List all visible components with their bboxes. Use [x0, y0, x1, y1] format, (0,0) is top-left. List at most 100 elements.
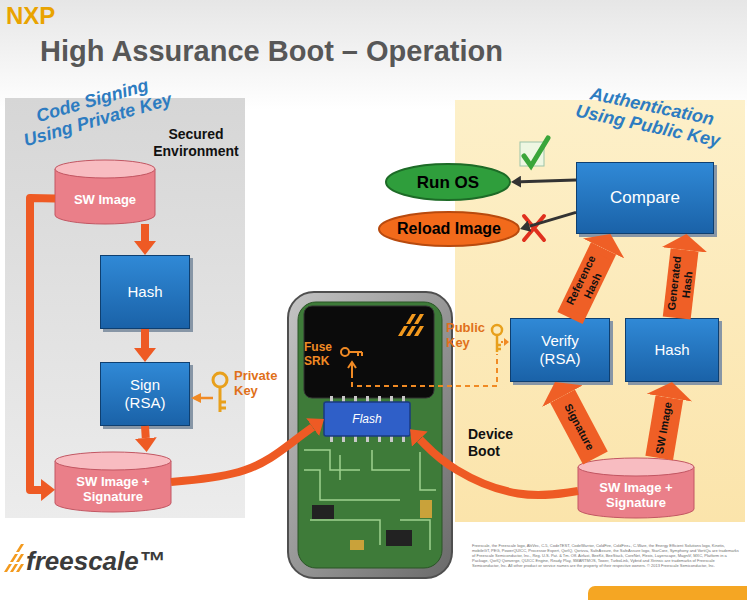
node-label: SW Image: [74, 192, 136, 207]
freescale-mark: [398, 314, 424, 336]
flash-chip: Flash: [324, 402, 410, 436]
process-box: Compare: [576, 162, 714, 234]
label-holder: Generated Hash: [664, 251, 697, 318]
key-label: Public Key: [446, 320, 490, 350]
arrow-label: SW Image: [653, 399, 675, 457]
key-pointer-head: [504, 338, 509, 346]
process-box: Verify (RSA): [510, 318, 610, 382]
node-label: Hash: [654, 341, 689, 359]
flow-arrow: [141, 426, 150, 438]
chip-pin: [402, 396, 405, 402]
secured-environment-panel: Code Signing Using Private KeySecured En…: [5, 98, 245, 518]
title-holder: High Assurance Boot – Operation: [40, 34, 660, 68]
chip-pin: [354, 436, 357, 442]
key-leader-line: [352, 354, 497, 386]
chip-pin: [366, 436, 369, 442]
chip-pin: [366, 396, 369, 402]
key-pointer: [200, 397, 213, 400]
image-cylinder: SW Image + Signature: [55, 452, 171, 512]
label-holder: NXP: [6, 2, 76, 30]
chip-pin: [342, 436, 345, 442]
flow-arrow: [530, 212, 576, 226]
cross-mark: [524, 216, 544, 240]
fuse-key-icon: [341, 348, 362, 356]
node-label: SW Image + Signature: [63, 474, 163, 504]
label-holder: Signature: [560, 400, 597, 454]
process-box: Hash: [625, 318, 719, 382]
node-label: SW Image + Signature: [586, 480, 686, 510]
label-holder: Private Key: [234, 368, 282, 398]
label-holder: Public Key: [446, 320, 490, 350]
flow-arrow: [171, 427, 313, 482]
key-label: Private Key: [234, 368, 282, 398]
arrow-label: Generated Hash: [664, 251, 697, 318]
node-label: Flash: [352, 412, 381, 426]
label-holder: Reference Hash: [562, 250, 612, 317]
legal-notice: Freescale, the Freescale logo, AltiVec, …: [472, 543, 740, 568]
board-component: [350, 540, 364, 550]
chip-pin: [390, 396, 393, 402]
text-holder: Authentication Using Public Key: [563, 79, 738, 153]
process-box: Hash: [100, 255, 190, 329]
text-holder: Secured Environment: [149, 126, 243, 160]
device-housing: [288, 292, 452, 578]
node-label: Sign (RSA): [115, 376, 175, 412]
key-pointer: [501, 341, 504, 343]
panel-subheading: Secured Environment: [149, 126, 243, 160]
label-holder: Fuse SRK: [304, 340, 338, 368]
chip-pin: [330, 436, 333, 442]
chip-pin: [378, 396, 381, 402]
outcome-ellipse: Reload Image: [378, 211, 520, 247]
flow-arrow: [521, 180, 576, 182]
circuit-board: [298, 302, 442, 568]
node-label: Reload Image: [397, 220, 501, 238]
process-box: Sign (RSA): [100, 362, 190, 426]
label-holder: Freescale, the Freescale logo, AltiVec, …: [472, 543, 740, 568]
image-cylinder: SW Image + Signature: [578, 458, 694, 518]
label-holder: Device Boot: [468, 426, 538, 460]
node-label: Compare: [610, 188, 680, 208]
panel-heading: Authentication Using Public Key: [563, 79, 738, 153]
fuse-label: Fuse SRK: [304, 340, 338, 368]
ellipse-shape: [386, 164, 510, 200]
board-component: [386, 530, 412, 546]
chip-pin: [390, 436, 393, 442]
chip-pin: [354, 396, 357, 402]
cylinder-top: [55, 452, 171, 470]
node-label: Run OS: [417, 173, 479, 192]
image-cylinder: SW Image: [55, 160, 155, 224]
outcome-ellipse: Run OS: [385, 163, 511, 201]
arrow-label: Reference Hash: [562, 250, 612, 317]
board-component: [420, 500, 432, 518]
board-component: [312, 505, 334, 519]
cylinder-top: [55, 160, 155, 178]
ellipse-shape: [379, 212, 519, 246]
footer-logo-mark: [4, 544, 24, 572]
brand-logo: freescale™: [26, 546, 206, 576]
chip-pin: [402, 436, 405, 442]
flow-arrow: [141, 329, 149, 348]
slide-title: High Assurance Boot – Operation: [40, 34, 660, 68]
srk-arrow: [348, 362, 356, 378]
node-label: Hash: [127, 283, 162, 301]
boot-label: Device Boot: [468, 426, 538, 460]
text-holder: Code Signing Using Private Key: [10, 68, 180, 152]
brand-logo: NXP: [6, 2, 76, 30]
flow-arrow: [30, 198, 55, 490]
device-screen: [304, 306, 434, 398]
circuit-traces: [304, 450, 436, 550]
check-mark: [524, 138, 548, 166]
chip-pin: [330, 396, 333, 402]
public-key-icon: [492, 325, 502, 352]
arrow-label: Signature: [560, 400, 597, 454]
node-label: Verify (RSA): [529, 332, 591, 368]
chip-pin: [342, 396, 345, 402]
key-pointer-head: [191, 393, 201, 403]
panel-heading: Code Signing Using Private Key: [10, 68, 180, 152]
flow-arrow: [141, 224, 149, 241]
label-holder: freescale™: [26, 546, 206, 576]
